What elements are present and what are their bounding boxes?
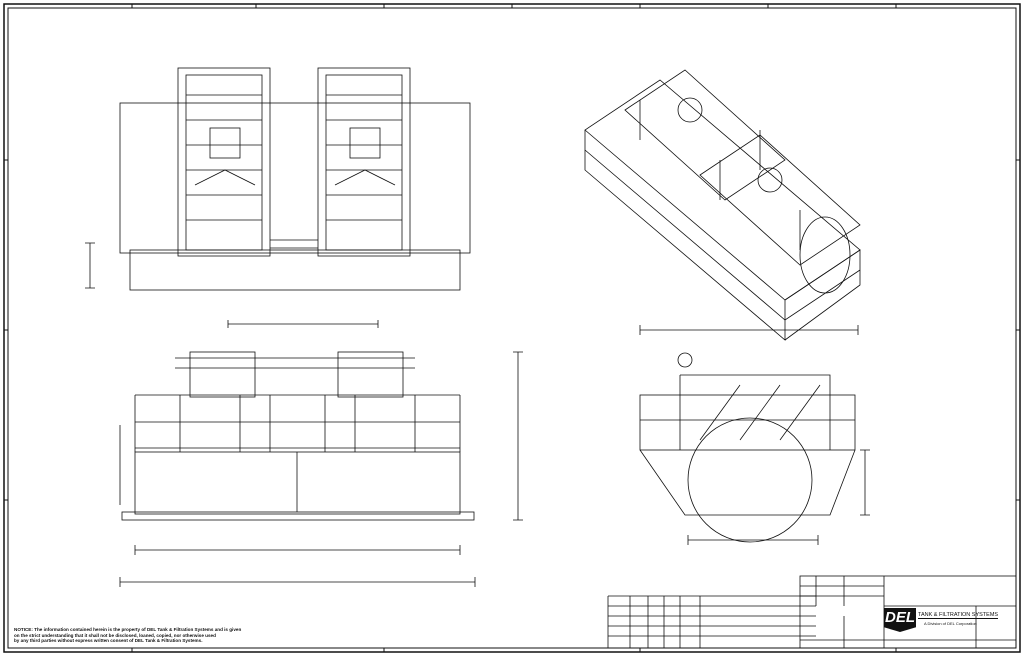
- top-view: [85, 67, 471, 291]
- company-division: A Division of DEL Corporation: [924, 621, 977, 626]
- isometric-view: [584, 69, 861, 341]
- notice-text: NOTICE: The information contained herein…: [14, 627, 314, 644]
- notice-line: on the strict understanding that it shal…: [14, 632, 216, 638]
- notice-line: by any third parties without express wri…: [14, 638, 203, 644]
- company-name: TANK & FILTRATION SYSTEMS: [918, 612, 999, 619]
- notice-line: NOTICE: The information contained herein…: [14, 627, 242, 632]
- logo-mark: DEL: [884, 608, 916, 632]
- title-block: [607, 575, 1017, 649]
- sheet-border: [3, 3, 1021, 653]
- front-elevation-view: [119, 320, 523, 587]
- company-logo: DEL TANK & FILTRATION SYSTEMS A Division…: [884, 608, 999, 638]
- side-elevation-view: [639, 325, 870, 545]
